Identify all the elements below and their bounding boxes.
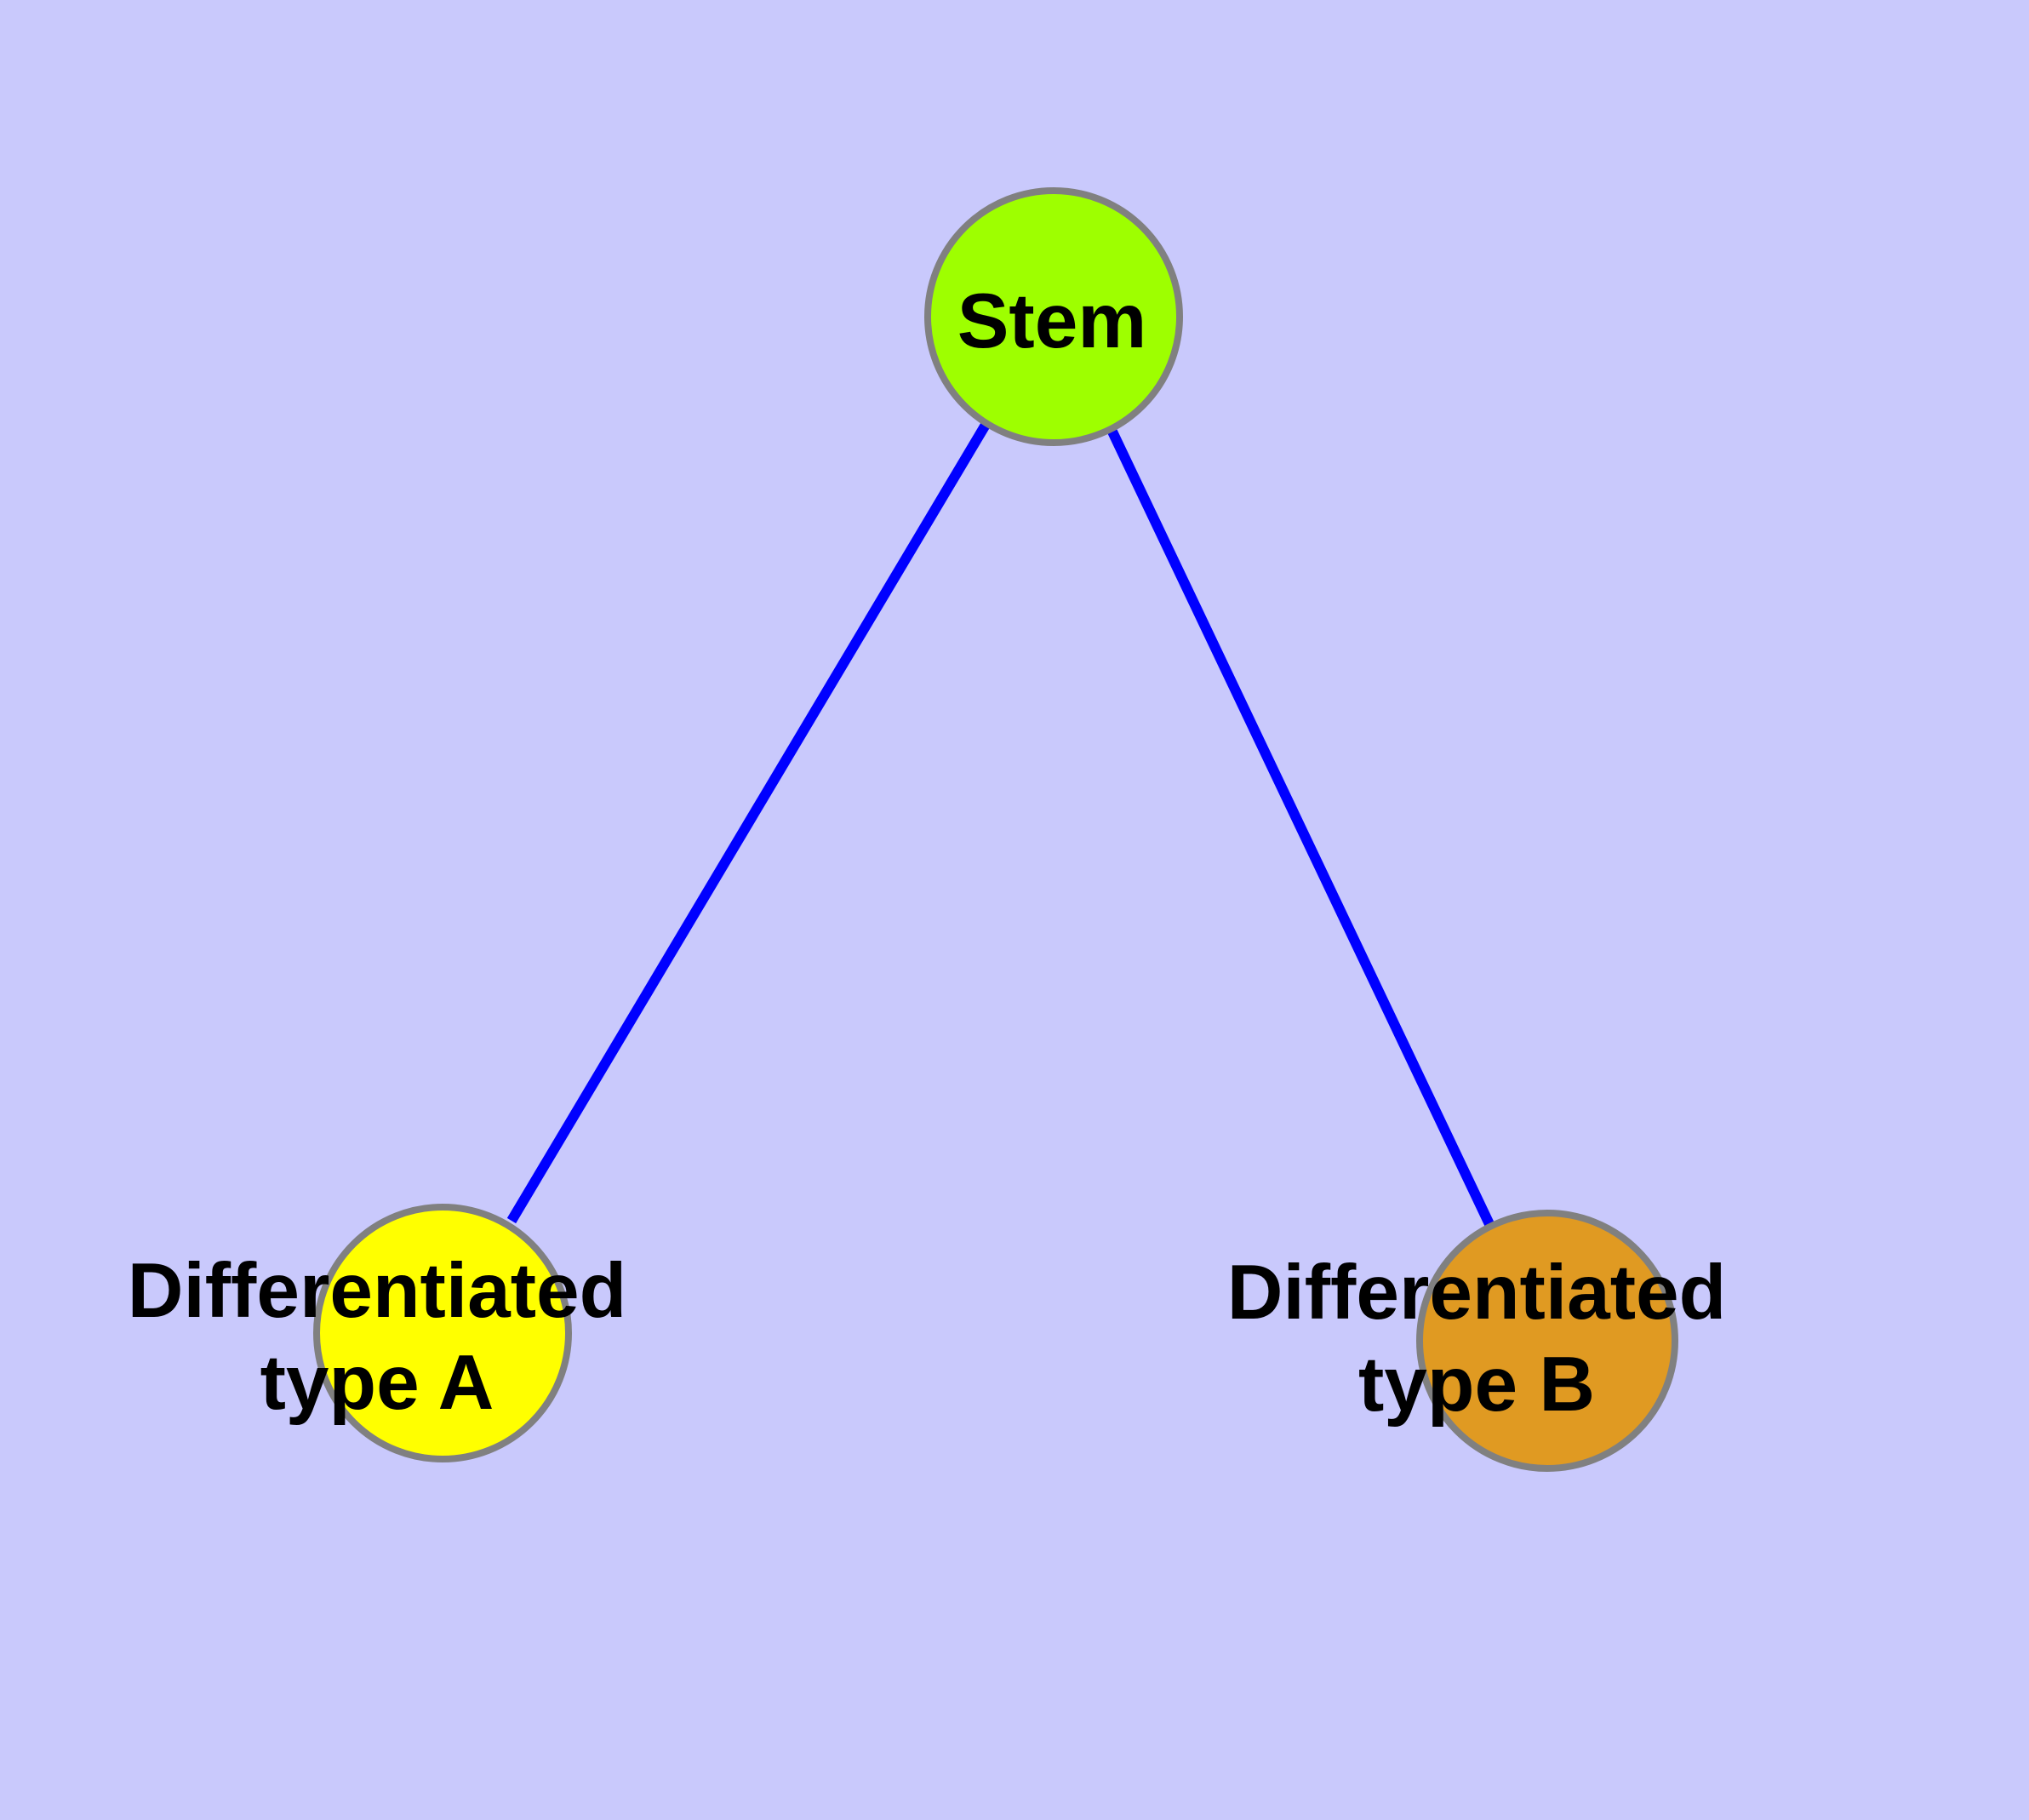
edge-stem-to-differentiated-type-a[interactable] xyxy=(506,421,991,1224)
node-stem[interactable] xyxy=(924,187,1183,446)
node-label-line: Differentiated xyxy=(1227,1250,1727,1336)
nodes-group xyxy=(313,187,1678,1472)
node-label-stem: Stem xyxy=(957,278,1147,364)
node-label-line: Differentiated xyxy=(128,1248,627,1334)
edge-stem-to-differentiated-type-b[interactable] xyxy=(1107,429,1495,1227)
node-label-line: Stem xyxy=(957,278,1147,364)
node-label-line: type A xyxy=(260,1340,494,1426)
node-differentiated-type-a[interactable] xyxy=(313,1204,572,1462)
node-label-line: type B xyxy=(1358,1342,1595,1428)
edges-group xyxy=(506,421,1495,1227)
node-differentiated-type-b[interactable] xyxy=(1416,1210,1678,1472)
